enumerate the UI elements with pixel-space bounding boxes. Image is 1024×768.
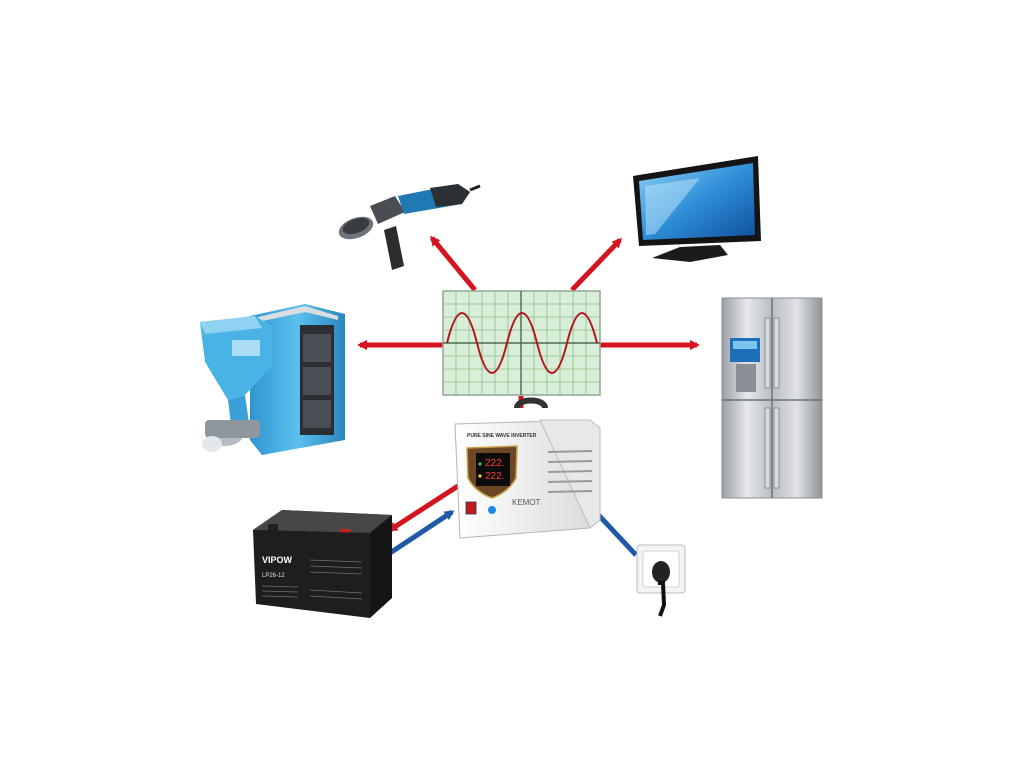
inverter-brand: KEMOT bbox=[512, 498, 541, 507]
battery-model: LP26-12 bbox=[262, 573, 285, 579]
arrow-from-battery bbox=[388, 509, 455, 556]
battery-brand: VIPOW bbox=[262, 555, 293, 565]
television-icon bbox=[633, 156, 761, 262]
refrigerator-icon bbox=[721, 297, 823, 499]
display-top: 222. bbox=[485, 458, 504, 469]
arrow-to-battery-charge bbox=[387, 483, 460, 533]
pellet-boiler-icon bbox=[200, 304, 345, 455]
arrow-to-grinder bbox=[430, 235, 477, 292]
wall-socket-icon bbox=[636, 544, 686, 617]
power-switch[interactable] bbox=[465, 501, 477, 515]
oscilloscope-icon bbox=[442, 290, 601, 396]
angle-grinder-icon bbox=[338, 184, 481, 270]
sine-wave bbox=[446, 312, 598, 374]
battery-icon: VIPOW LP26-12 bbox=[253, 510, 392, 618]
arrow-to-television bbox=[570, 237, 623, 292]
inverter-icon: PURE SINE WAVE INVERTER 222. 222. KEMOT bbox=[454, 397, 601, 539]
inverter-panel-title: PURE SINE WAVE INVERTER bbox=[467, 433, 537, 439]
indicator-led bbox=[488, 506, 496, 514]
output-arrows bbox=[357, 235, 700, 533]
display-bottom: 222. bbox=[485, 471, 504, 482]
